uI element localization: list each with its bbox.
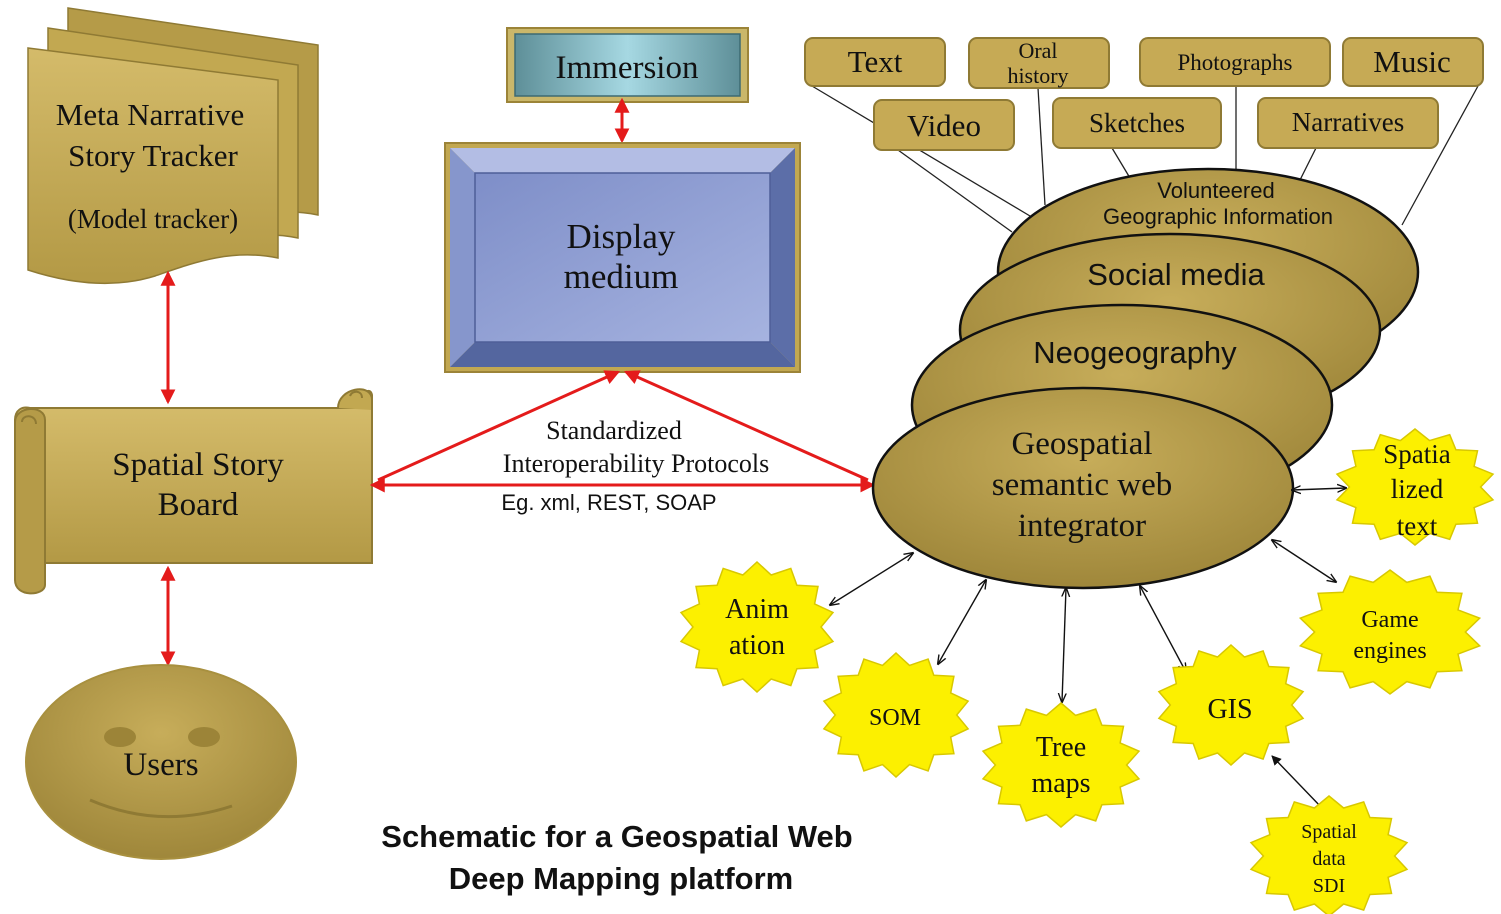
star-som: SOM <box>822 651 970 779</box>
source-photographs: Photographs <box>1139 37 1331 87</box>
storyboard-label-line1: Spatial Story <box>112 447 284 483</box>
users-smile <box>89 798 233 819</box>
immersion-box: Immersion <box>506 27 749 103</box>
caption-line1: Schematic for a Geospatial Web <box>381 819 852 854</box>
sdi-label-line2: data <box>1312 848 1345 870</box>
tracker-title-line1: Meta Narrative <box>56 97 244 132</box>
users-left-eye <box>104 727 136 747</box>
arrow-integrator-spatialized <box>1292 488 1346 490</box>
source-text: Text <box>804 37 946 87</box>
display-label-line2: medium <box>564 257 679 296</box>
neogeography-label: Neogeography <box>1033 335 1237 370</box>
layer-stack: Volunteered Geographic Information Socia… <box>871 167 1420 590</box>
immersion-label: Immersion <box>556 50 699 86</box>
arrow-integrator-game <box>1272 540 1336 582</box>
spatialized-label-line2: lized <box>1391 474 1444 504</box>
users-right-eye <box>188 727 220 747</box>
source-music: Music <box>1342 37 1484 87</box>
caption-line2: Deep Mapping platform <box>449 861 793 896</box>
social-media-label: Social media <box>1087 257 1265 292</box>
source-photographs-label: Photographs <box>1178 50 1293 75</box>
protocols-examples: Eg. xml, REST, SOAP <box>501 490 716 515</box>
protocols-line2: Interoperability Protocols <box>503 449 769 478</box>
source-connectors <box>811 85 1479 233</box>
star-animation: Anim ation <box>679 560 835 694</box>
arrow-sdi-gis <box>1271 755 1323 809</box>
tree-label-line2: maps <box>1031 768 1090 799</box>
integrator-label-line3: integrator <box>1018 508 1146 544</box>
storyboard-label-line2: Board <box>158 487 239 523</box>
spatial-story-board: Spatial Story Board <box>14 388 373 595</box>
star-gis: GIS <box>1157 643 1305 767</box>
source-music-label: Music <box>1373 44 1451 79</box>
star-tree-maps: Tree maps <box>981 702 1141 828</box>
protocols-line1: Standardized <box>546 416 682 445</box>
game-label-line1: Game <box>1361 607 1418 633</box>
tracker-title-line2: Story Tracker <box>68 138 238 173</box>
arrow-integrator-som <box>938 580 986 664</box>
integrator-label-line1: Geospatial <box>1011 426 1152 462</box>
integrator-label-line2: semantic web <box>992 467 1173 503</box>
sdi-label-line1: Spatial <box>1301 821 1357 843</box>
source-sketches-label: Sketches <box>1089 108 1185 138</box>
arrow-integrator-gis <box>1140 586 1186 672</box>
sdi-label-line3: SDI <box>1313 875 1345 897</box>
source-video: Video <box>873 99 1015 151</box>
source-sketches: Sketches <box>1052 97 1222 149</box>
source-narratives-label: Narratives <box>1292 107 1404 137</box>
meta-narrative-tracker: Meta Narrative Story Tracker (Model trac… <box>27 7 319 285</box>
tree-label-line1: Tree <box>1036 732 1086 763</box>
star-game-engines: Game engines <box>1298 569 1482 695</box>
arrow-display-integrator <box>623 370 869 482</box>
star-spatial-data-sdi: Spatial data SDI <box>1249 795 1409 914</box>
som-label: SOM <box>869 705 921 731</box>
source-video-label: Video <box>907 108 981 143</box>
animation-label-line1: Anim <box>725 594 789 625</box>
arrow-integrator-tree <box>1062 588 1066 702</box>
source-text-label: Text <box>848 44 903 79</box>
vgi-label-line2: Geographic Information <box>1103 204 1333 229</box>
spatialized-label-line3: text <box>1397 511 1438 541</box>
source-oral-label-line2: history <box>1007 63 1068 88</box>
display-medium-box: Display medium <box>444 142 801 373</box>
arrow-storyboard-display <box>377 370 621 482</box>
interoperability-arrows <box>369 370 876 493</box>
source-boxes: Text Oral history Photographs Music Vide… <box>804 37 1484 151</box>
spatialized-label-line1: Spatia <box>1383 439 1451 469</box>
users-label: Users <box>123 747 198 783</box>
game-label-line2: engines <box>1353 638 1426 664</box>
animation-label-line2: ation <box>729 630 785 661</box>
gis-label: GIS <box>1207 694 1252 725</box>
star-spatialized-text: Spatia lized text <box>1335 428 1495 546</box>
users-face: Users <box>25 664 297 860</box>
source-narratives: Narratives <box>1257 97 1439 149</box>
arrow-integrator-animation <box>830 553 913 605</box>
source-oral-history: Oral history <box>968 37 1110 89</box>
source-oral-label-line1: Oral <box>1018 38 1057 63</box>
output-stars: Spatia lized text Game engines Anim atio… <box>679 428 1495 914</box>
tracker-subtitle: (Model tracker) <box>68 204 238 234</box>
display-label-line1: Display <box>567 217 676 256</box>
vgi-label-line1: Volunteered <box>1157 178 1274 203</box>
star-connectors <box>830 488 1346 809</box>
